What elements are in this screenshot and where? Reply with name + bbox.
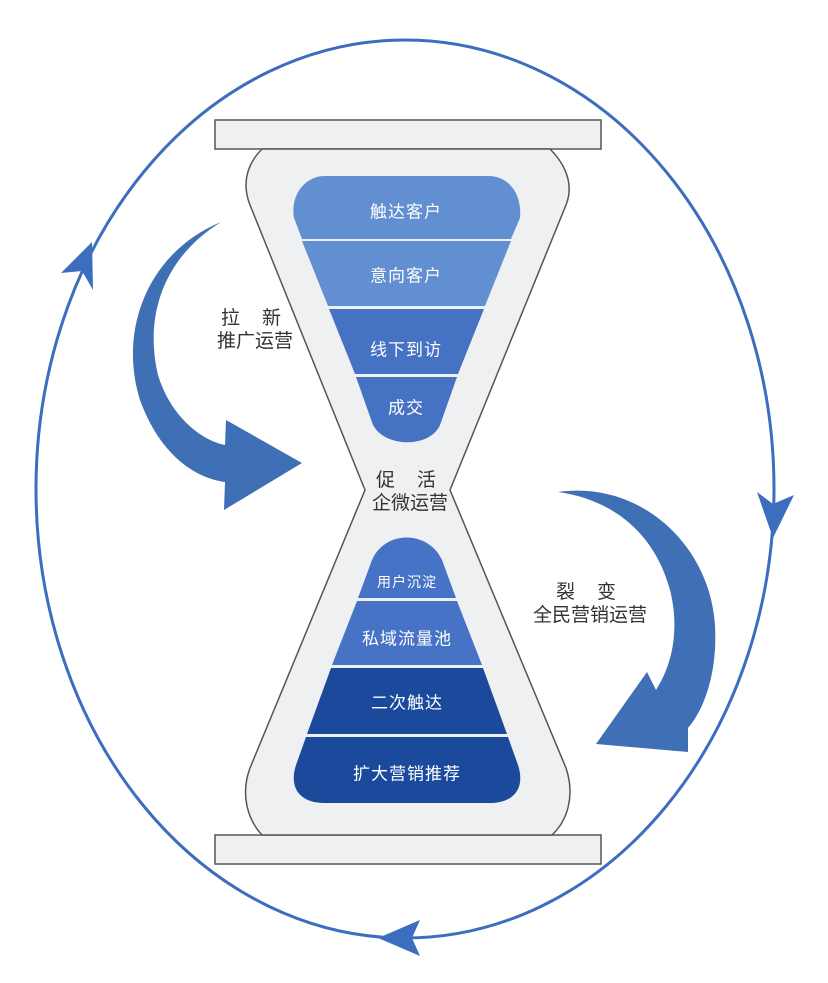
bottom-stage-4 <box>293 737 521 803</box>
activate-subtitle: 企微运营 <box>371 492 449 514</box>
top-stage-3-label: 线下到访 <box>370 340 442 361</box>
top-stage-1 <box>293 176 521 239</box>
top-stage-2-label: 意向客户 <box>370 266 442 287</box>
bottom-plate <box>214 834 602 865</box>
bottom-stage-2 <box>332 601 482 665</box>
bottom-stage-3 <box>307 668 507 734</box>
top-stage-2 <box>302 241 511 306</box>
activate-title: 促 活 <box>375 469 445 491</box>
bottom-stage-1 <box>358 537 456 598</box>
acquire-title: 拉 新 <box>220 307 290 329</box>
hourglass-glass <box>244 148 571 836</box>
acquire-phase-label: 拉 新 推广运营 <box>217 307 293 353</box>
top-stage-1-label: 触达客户 <box>370 202 442 223</box>
bottom-stage-4-label: 扩大营销推荐 <box>353 764 461 785</box>
bottom-stage-1-label: 用户沉淀 <box>377 575 437 591</box>
fission-title: 裂 变 <box>555 581 625 603</box>
top-plate <box>214 119 602 150</box>
bottom-stage-3-label: 二次触达 <box>371 693 443 714</box>
top-stage-3 <box>329 309 484 374</box>
fission-phase-label: 裂 变 全民营销运营 <box>533 581 647 627</box>
arrow-down-right-icon <box>757 492 794 538</box>
acquire-curved-arrow <box>132 222 302 510</box>
fission-curved-arrow <box>558 490 716 752</box>
acquire-subtitle: 推广运营 <box>216 330 294 352</box>
bottom-stage-2-label: 私域流量池 <box>362 629 452 650</box>
arrow-left-bottom-icon <box>378 920 420 956</box>
activate-phase-label: 促 活 企微运营 <box>372 469 448 515</box>
top-stage-4 <box>356 377 457 443</box>
arrow-up-left-icon <box>61 242 93 290</box>
top-stage-4-label: 成交 <box>388 398 424 419</box>
fission-subtitle: 全民营销运营 <box>532 604 648 626</box>
